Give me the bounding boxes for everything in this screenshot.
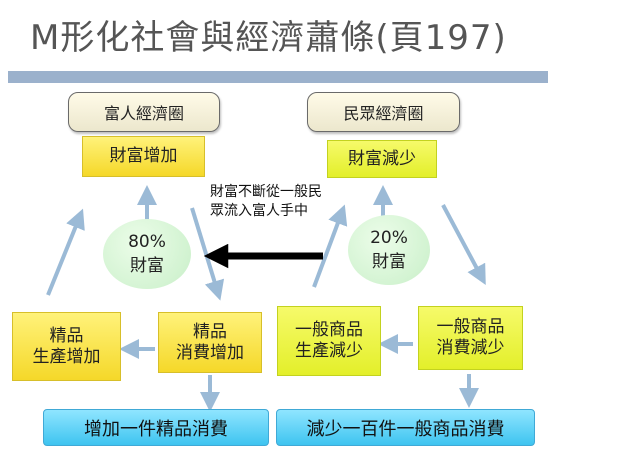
people-wealth-share-label: 20% 財富 — [370, 228, 408, 272]
title-divider — [8, 71, 548, 83]
goods-production-box: 一般商品 生產減少 — [277, 306, 381, 376]
rich-economy-circle: 富人經濟圈 — [68, 92, 220, 132]
luxury-production-label: 精品 生產增加 — [32, 325, 101, 367]
wealth-increase-box: 財富增加 — [82, 136, 205, 177]
goods-consumption-label: 一般商品 消費減少 — [436, 317, 505, 358]
arrow-goods-production-up — [312, 204, 348, 288]
arrow-wealth-decrease-down — [441, 204, 486, 286]
arrow-luxury-production-up — [46, 208, 85, 296]
goods-result-box: 減少一百件一般商品消費 — [276, 409, 535, 446]
luxury-consumption-box: 精品 消費增加 — [158, 312, 262, 373]
rich-wealth-share-label: 80% 財富 — [128, 232, 166, 276]
luxury-consumption-label: 精品 消費增加 — [176, 321, 244, 363]
luxury-production-box: 精品 生產增加 — [12, 312, 121, 381]
wealth-decrease-box: 財富減少 — [327, 140, 437, 178]
people-wealth-share-circle: 20% 財富 — [348, 215, 430, 285]
wealth-flow-note: 財富不斷從一般民眾流入富人手中 — [210, 184, 322, 219]
goods-production-label: 一般商品 生產減少 — [295, 320, 363, 361]
luxury-result-box: 增加一件精品消費 — [43, 409, 269, 446]
goods-consumption-box: 一般商品 消費減少 — [418, 306, 523, 370]
page-title: M形化社會與經濟蕭條(頁197) — [30, 18, 507, 58]
people-economy-circle: 民眾經濟圈 — [307, 92, 460, 132]
rich-wealth-share-circle: 80% 財富 — [103, 219, 191, 289]
